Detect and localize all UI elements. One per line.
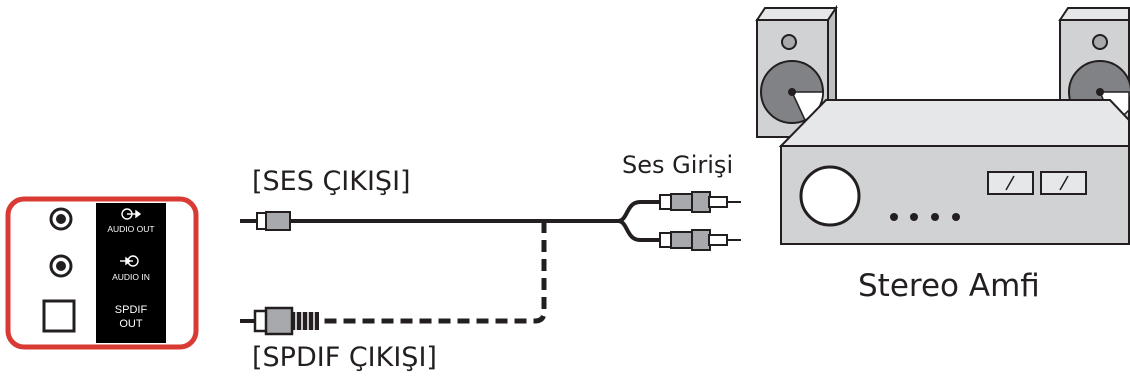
audio-out-plug (240, 211, 291, 231)
audio-out-icon (121, 208, 142, 220)
volume-knob (799, 165, 861, 227)
device-label: Stereo Amfi (858, 268, 1040, 304)
spdif-out-port-label-line2: OUT (119, 318, 143, 330)
audio-out-label: [SES ÇIKIŞI] (252, 166, 411, 197)
rca-plug-left (659, 191, 741, 213)
spdif-cable (320, 221, 547, 324)
spdif-out-label: [SPDIF ÇIKIŞI] (252, 342, 437, 373)
rca-plug-right (659, 229, 741, 251)
rca-split-cable (617, 200, 660, 242)
spdif-plug (240, 306, 319, 336)
spdif-out-port-label-line1: SPDIF (114, 304, 148, 316)
audio-out-port-label: AUDIO OUT (107, 224, 155, 234)
audio-in-port-label: AUDIO IN (112, 272, 150, 282)
audio-input-label: Ses Girişi (622, 151, 734, 179)
speaker-right (1058, 7, 1130, 138)
connector-panel (5, 196, 199, 350)
spdif-out-port[interactable] (42, 299, 76, 333)
stereo-amplifier (778, 99, 1130, 245)
audio-in-icon (120, 255, 139, 267)
audio-out-jack[interactable] (49, 207, 73, 231)
audio-in-jack[interactable] (49, 254, 73, 278)
panel-label-strip (96, 203, 166, 343)
